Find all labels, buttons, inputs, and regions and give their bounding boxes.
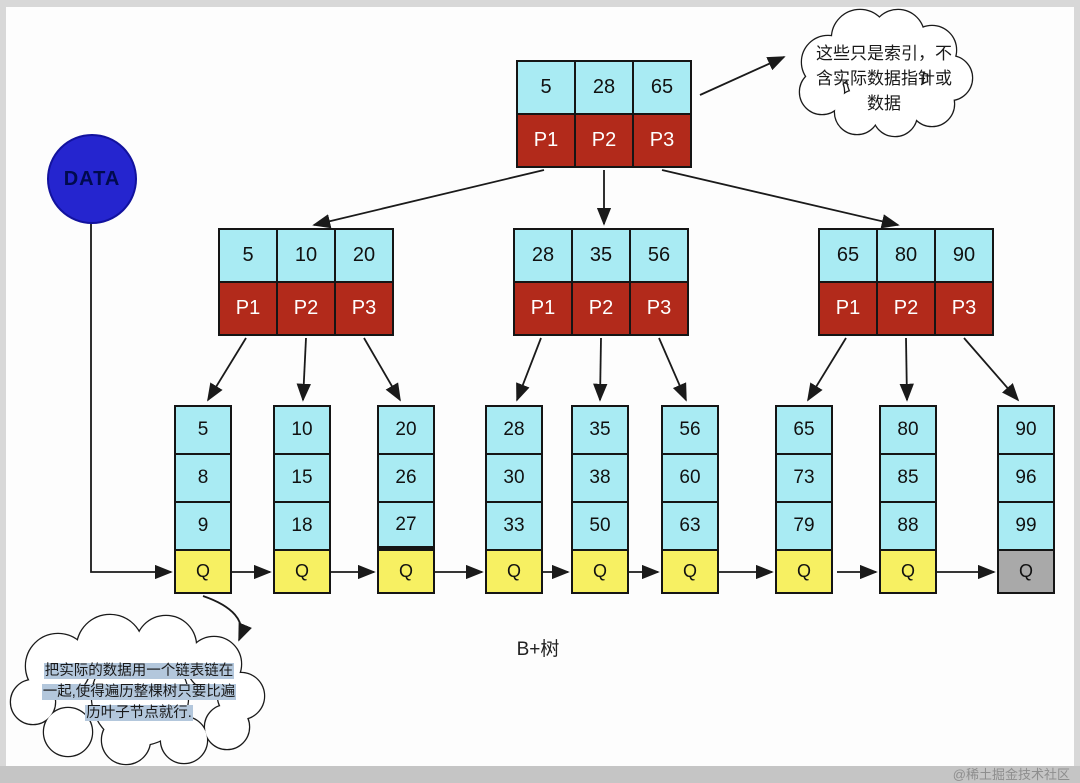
pointer-cell: P1: [818, 281, 878, 336]
leaf-link-cell: Q: [273, 549, 331, 594]
key-cell: 10: [276, 228, 336, 283]
callout-top-right-text: 这些只是索引，不 含实际数据指针或 数据: [801, 41, 967, 116]
leaf-value-cell: 99: [997, 501, 1055, 551]
root-node: 5 28 65 P1 P2 P3: [516, 60, 692, 168]
callout-line: 这些只是索引，不: [816, 44, 952, 63]
leaf-value-cell: 26: [377, 453, 435, 503]
key-cell: 5: [218, 228, 278, 283]
leaf-node-2: 10 15 18 Q: [273, 405, 331, 594]
root-key-cell: 5: [516, 60, 576, 115]
pointer-cell: P3: [334, 281, 394, 336]
key-cell: 65: [818, 228, 878, 283]
root-key-cell: 28: [574, 60, 634, 115]
leaf-value-cell: 60: [661, 453, 719, 503]
internal-node-1: 5 10 20 P1 P2 P3: [218, 228, 394, 336]
pointer-cell: P1: [513, 281, 573, 336]
leaf-value-cell: 28: [485, 405, 543, 455]
leaf-value-cell: 33: [485, 501, 543, 551]
root-key-cell: 65: [632, 60, 692, 115]
watermark: @稀土掘金技术社区: [952, 767, 1070, 782]
leaf-node-8: 80 85 88 Q: [879, 405, 937, 594]
leaf-link-cell: Q: [485, 549, 543, 594]
leaf-value-cell: 20: [377, 405, 435, 455]
leaf-value-cell: 88: [879, 501, 937, 551]
leaf-node-4: 28 30 33 Q: [485, 405, 543, 594]
callout-line: 历叶子节点就行.: [85, 705, 193, 721]
root-pointer-cell: P1: [516, 113, 576, 168]
diagram-title: B+树: [516, 639, 560, 660]
internal-node-3: 65 80 90 P1 P2 P3: [818, 228, 994, 336]
leaf-node-3: 20 26 27 Q: [377, 405, 435, 594]
key-cell: 35: [571, 228, 631, 283]
bottom-strip: [0, 766, 1080, 783]
leaf-value-cell: 18: [273, 501, 331, 551]
leaf-value-cell: 56: [661, 405, 719, 455]
pointer-cell: P3: [934, 281, 994, 336]
leaf-link-cell: Q: [174, 549, 232, 594]
leaf-link-cell: Q: [997, 549, 1055, 594]
leaf-value-cell: 96: [997, 453, 1055, 503]
key-cell: 20: [334, 228, 394, 283]
leaf-value-cell: 10: [273, 405, 331, 455]
callout-line: 含实际数据指针或: [816, 69, 952, 88]
leaf-value-cell: 73: [775, 453, 833, 503]
callout-line: 把实际的数据用一个链表链在: [43, 663, 235, 679]
key-cell: 56: [629, 228, 689, 283]
internal-node-2: 28 35 56 P1 P2 P3: [513, 228, 689, 336]
internal-node-2-keys-row: 28 35 56: [513, 228, 689, 283]
pointer-cell: P2: [571, 281, 631, 336]
root-keys-row: 5 28 65: [516, 60, 692, 115]
key-cell: 28: [513, 228, 573, 283]
leaf-value-cell: 15: [273, 453, 331, 503]
root-pointer-cell: P3: [632, 113, 692, 168]
leaf-value-cell: 38: [571, 453, 629, 503]
callout-line: 数据: [867, 94, 901, 113]
leaf-value-cell: 80: [879, 405, 937, 455]
leaf-value-cell: 65: [775, 405, 833, 455]
leaf-value-cell: 50: [571, 501, 629, 551]
internal-node-3-pointers-row: P1 P2 P3: [818, 281, 994, 336]
key-cell: 80: [876, 228, 936, 283]
internal-node-3-keys-row: 65 80 90: [818, 228, 994, 283]
leaf-node-6: 56 60 63 Q: [661, 405, 719, 594]
leaf-value-cell: 27: [377, 501, 435, 551]
leaf-value-cell: 90: [997, 405, 1055, 455]
callout-bottom-left-text: 把实际的数据用一个链表链在 一起,使得遍历整棵树只要比遍 历叶子节点就行.: [26, 661, 252, 724]
internal-node-1-pointers-row: P1 P2 P3: [218, 281, 394, 336]
key-cell: 90: [934, 228, 994, 283]
data-circle: DATA: [47, 134, 137, 224]
leaf-link-cell: Q: [775, 549, 833, 594]
leaf-value-cell: 35: [571, 405, 629, 455]
internal-node-1-keys-row: 5 10 20: [218, 228, 394, 283]
root-pointers-row: P1 P2 P3: [516, 113, 692, 168]
leaf-value-cell: 5: [174, 405, 232, 455]
callout-line: 一起,使得遍历整棵树只要比遍: [41, 684, 237, 700]
pointer-cell: P1: [218, 281, 278, 336]
pointer-cell: P2: [876, 281, 936, 336]
leaf-link-cell: Q: [377, 549, 435, 594]
leaf-value-cell: 63: [661, 501, 719, 551]
data-circle-label: DATA: [63, 167, 121, 190]
pointer-cell: P3: [629, 281, 689, 336]
leaf-link-cell: Q: [661, 549, 719, 594]
leaf-node-5: 35 38 50 Q: [571, 405, 629, 594]
leaf-value-cell: 8: [174, 453, 232, 503]
leaf-value-cell: 9: [174, 501, 232, 551]
root-pointer-cell: P2: [574, 113, 634, 168]
pointer-cell: P2: [276, 281, 336, 336]
leaf-node-1: 5 8 9 Q: [174, 405, 232, 594]
internal-node-2-pointers-row: P1 P2 P3: [513, 281, 689, 336]
leaf-link-cell: Q: [879, 549, 937, 594]
leaf-value-cell: 85: [879, 453, 937, 503]
leaf-value-cell: 30: [485, 453, 543, 503]
leaf-link-cell: Q: [571, 549, 629, 594]
leaf-node-9: 90 96 99 Q: [997, 405, 1055, 594]
leaf-value-cell: 79: [775, 501, 833, 551]
leaf-node-7: 65 73 79 Q: [775, 405, 833, 594]
